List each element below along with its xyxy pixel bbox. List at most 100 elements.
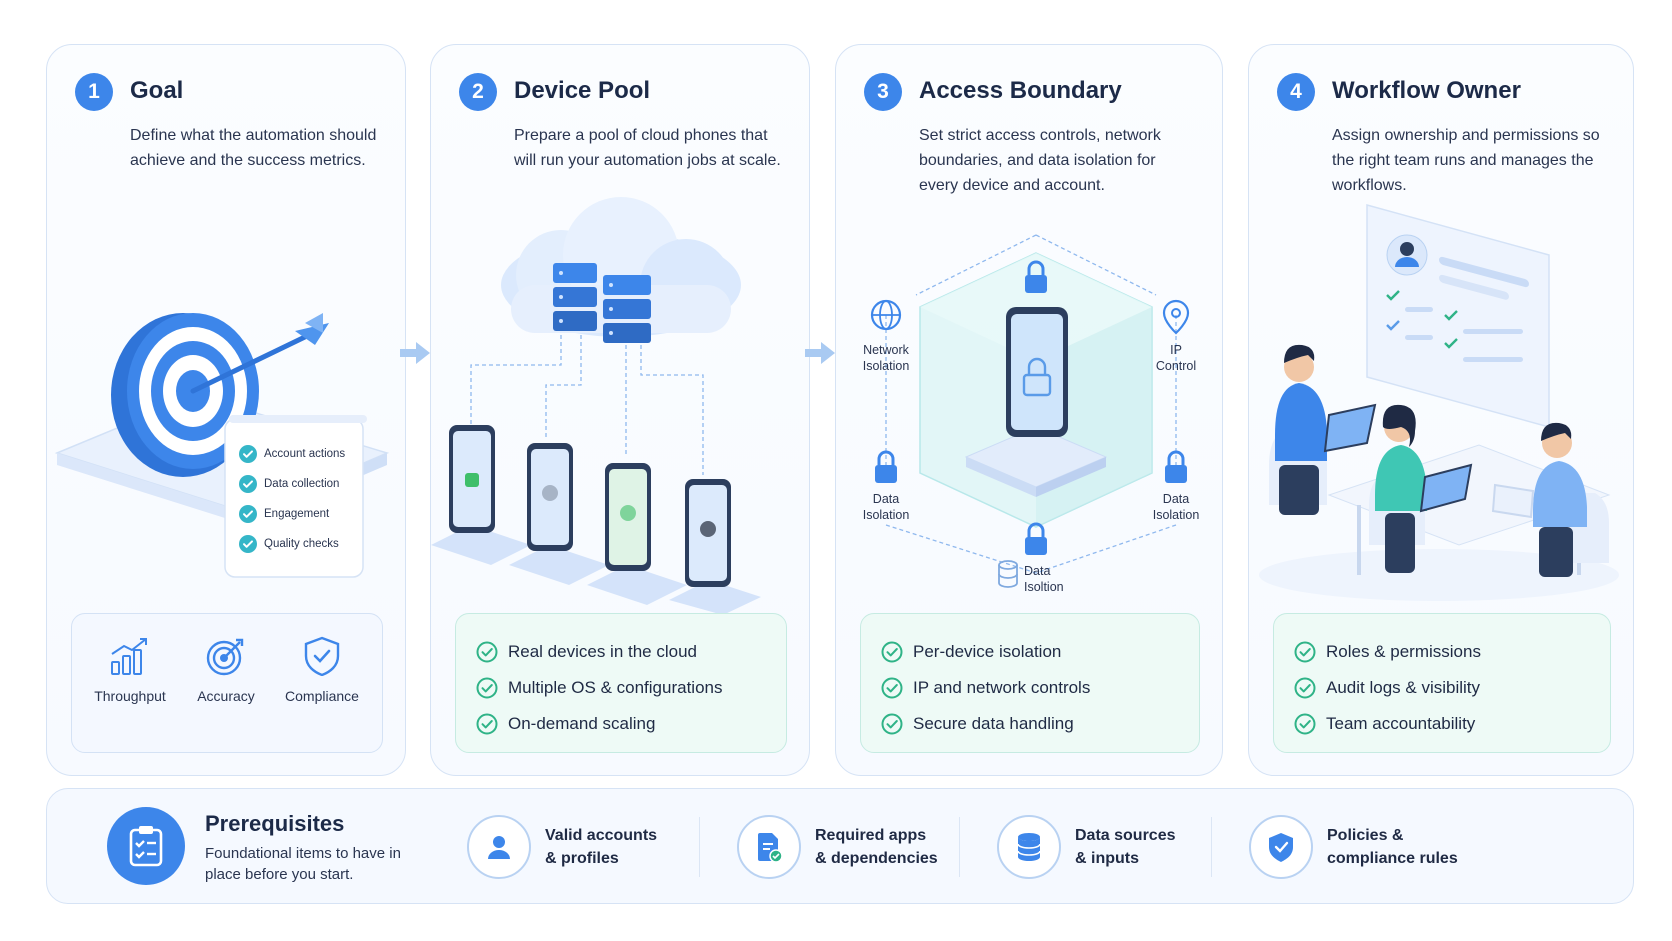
check-circle-icon <box>1294 713 1316 735</box>
label-ip: IP <box>1170 343 1182 357</box>
step-card-access-boundary: 3 Access Boundary Set strict access cont… <box>835 44 1223 776</box>
prereq-policies: Policies &compliance rules <box>1249 813 1458 881</box>
divider <box>1211 817 1212 877</box>
apple-icon <box>620 505 636 521</box>
target-illustration <box>54 313 390 578</box>
divider <box>959 817 960 877</box>
label-isolation: Isolation <box>863 359 910 373</box>
shield-check-icon <box>304 636 340 676</box>
checklist-item: Data collection <box>227 469 365 499</box>
bar-chart-icon <box>111 638 147 675</box>
check-icon <box>1444 310 1458 321</box>
step-title: Access Boundary <box>919 77 1122 104</box>
person-icon <box>1269 344 1377 515</box>
step-number-badge: 4 <box>1277 73 1315 111</box>
feature-list: Roles & permissions Audit logs & visibil… <box>1273 613 1611 753</box>
arrow-icon <box>190 313 329 394</box>
database-icon <box>998 560 1018 588</box>
prerequisites-bar: Prerequisites Foundational items to have… <box>46 788 1634 904</box>
label-control: Control <box>1156 359 1196 373</box>
prerequisites-subtitle: Foundational items to have in place befo… <box>205 845 401 883</box>
check-circle-icon <box>881 677 903 699</box>
check-icon <box>1444 338 1458 349</box>
team-illustration <box>1259 204 1619 601</box>
checklist-card <box>224 415 367 578</box>
step-card-workflow-owner: 4 Workflow Owner Assign ownership and pe… <box>1248 44 1634 776</box>
checklist-item: Engagement <box>227 499 365 529</box>
lock-icon <box>875 450 897 483</box>
check-circle-icon <box>1294 677 1316 699</box>
feature-item: On-demand scaling <box>476 706 786 742</box>
check-circle-icon <box>239 475 257 493</box>
step-title: Goal <box>130 77 184 104</box>
step-number-badge: 3 <box>864 73 902 111</box>
feature-item: Per-device isolation <box>881 634 1199 670</box>
phone-android <box>431 425 531 565</box>
flow-arrow-icon <box>805 342 835 364</box>
feature-item: Team accountability <box>1294 706 1610 742</box>
cloud-devices-illustration <box>431 197 761 615</box>
android-icon <box>465 473 479 487</box>
check-circle-icon <box>1294 641 1316 663</box>
divider <box>699 817 700 877</box>
check-circle-icon <box>239 505 257 523</box>
check-circle-icon <box>881 713 903 735</box>
apple-icon <box>700 521 716 537</box>
shield-icon <box>1249 815 1313 879</box>
prereq-accounts: Valid accounts& profiles <box>467 813 657 881</box>
label-data: Data <box>1024 564 1050 578</box>
feature-item: IP and network controls <box>881 670 1199 706</box>
checklist: Account actions Data collection Engageme… <box>227 439 365 559</box>
user-icon <box>467 815 531 879</box>
check-icon <box>1386 320 1400 331</box>
checklist-item: Quality checks <box>227 529 365 559</box>
phone-ios <box>587 463 687 605</box>
database-icon <box>997 815 1061 879</box>
step-card-device-pool: 2 Device Pool Prepare a pool of cloud ph… <box>430 44 810 776</box>
step-number-badge: 2 <box>459 73 497 111</box>
check-circle-icon <box>476 677 498 699</box>
label-isolation: Isoltion <box>1024 580 1064 594</box>
flow-arrow-icon <box>400 342 430 364</box>
step-title: Workflow Owner <box>1332 77 1521 104</box>
check-icon <box>1386 290 1400 301</box>
check-circle-icon <box>476 713 498 735</box>
step-description: Prepare a pool of cloud phones that will… <box>514 127 781 169</box>
location-pin-icon <box>1162 299 1190 335</box>
feature-item: Audit logs & visibility <box>1294 670 1610 706</box>
lock-icon <box>1025 522 1047 555</box>
label-network: Network <box>863 343 910 357</box>
server-icon <box>553 263 651 343</box>
lock-icon <box>1025 260 1047 293</box>
step-number-badge: 1 <box>75 73 113 111</box>
label-isolation: Isolation <box>863 508 910 522</box>
label-data: Data <box>1163 492 1189 506</box>
feature-list: Per-device isolation IP and network cont… <box>860 613 1200 753</box>
lock-icon <box>1022 357 1052 397</box>
prerequisites-title: Prerequisites <box>205 811 345 836</box>
feature-item: Roles & permissions <box>1294 634 1610 670</box>
step-description: Set strict access controls, network boun… <box>919 127 1161 194</box>
phone-ios <box>509 443 609 585</box>
secure-phone <box>1006 307 1068 437</box>
prereq-apps: Required apps& dependencies <box>737 813 938 881</box>
person-icon <box>1369 404 1473 573</box>
feature-list: Real devices in the cloud Multiple OS & … <box>455 613 787 753</box>
check-circle-icon <box>476 641 498 663</box>
target-icon <box>206 638 244 676</box>
check-circle-icon <box>239 535 257 553</box>
check-circle-icon <box>239 445 257 463</box>
permissions-panel <box>1366 204 1550 428</box>
step-description: Assign ownership and permissions so the … <box>1332 127 1600 194</box>
lock-icon <box>1165 450 1187 483</box>
feature-item: Multiple OS & configurations <box>476 670 786 706</box>
step-card-goal: 1 Goal Define what the automation should… <box>46 44 406 776</box>
access-boundary-illustration: Network Isolation IP Control Data Isolat… <box>863 234 1200 594</box>
checklist-item: Account actions <box>227 439 365 469</box>
label-isolation: Isolation <box>1153 508 1200 522</box>
document-icon <box>737 815 801 879</box>
feature-item: Real devices in the cloud <box>476 634 786 670</box>
feature-item: Secure data handling <box>881 706 1199 742</box>
clipboard-icon <box>107 807 185 885</box>
apple-icon <box>542 485 558 501</box>
